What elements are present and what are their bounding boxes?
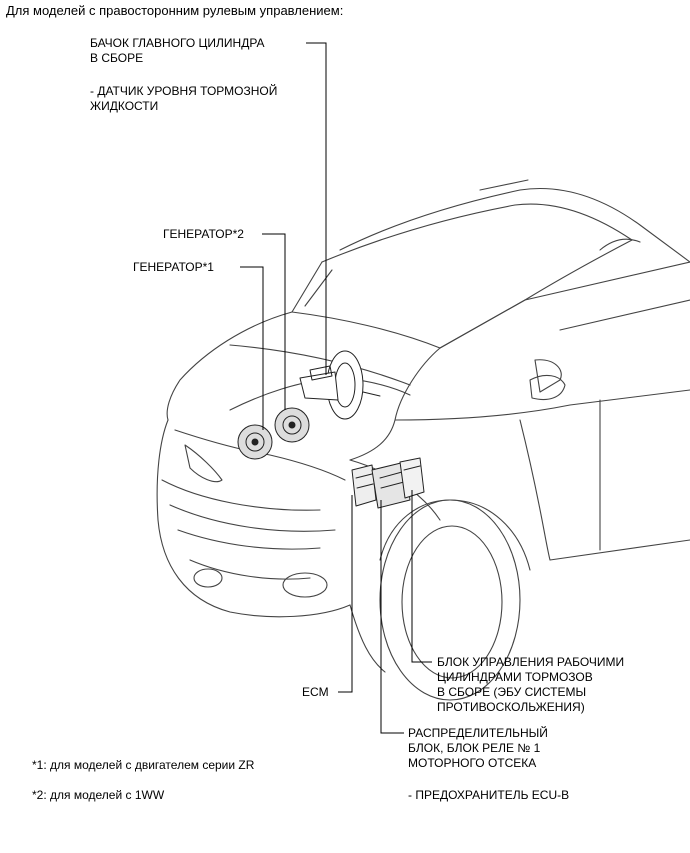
label-junction-line3: МОТОРНОГО ОТСЕКА bbox=[408, 756, 537, 770]
leader-generator-1 bbox=[240, 266, 264, 430]
generator-2 bbox=[274, 407, 310, 443]
label-junction-line2: БЛОК, БЛОК РЕЛЕ № 1 bbox=[408, 741, 541, 755]
label-actuator-line4: ПРОТИВОСКОЛЬЖЕНИЯ) bbox=[437, 700, 585, 714]
label-generator-1: ГЕНЕРАТОР*1 bbox=[133, 260, 214, 274]
label-ecm: ECM bbox=[302, 685, 329, 699]
label-actuator-line2: ЦИЛИНДРАМИ ТОРМОЗОВ bbox=[437, 670, 593, 684]
label-master-cylinder-line1: БАЧОК ГЛАВНОГО ЦИЛИНДРА bbox=[90, 36, 265, 50]
car-body-outline bbox=[156, 179, 690, 701]
label-actuator-line1: БЛОК УПРАВЛЕНИЯ РАБОЧИМИ bbox=[437, 655, 625, 669]
brake-master-cylinder bbox=[299, 350, 381, 420]
label-brake-sensor-line2: ЖИДКОСТИ bbox=[90, 99, 159, 113]
leader-junction bbox=[380, 500, 404, 734]
leader-actuator bbox=[411, 490, 432, 663]
label-brake-sensor-line1: - ДАТЧИК УРОВНЯ ТОРМОЗНОЙ bbox=[90, 84, 278, 98]
footnote-2: *2: для моделей с 1WW bbox=[32, 788, 165, 802]
label-fuse: - ПРЕДОХРАНИТЕЛЬ ECU-B bbox=[408, 788, 570, 802]
footnote-1: *1: для моделей с двигателем серии ZR bbox=[32, 758, 255, 772]
leader-master-cylinder bbox=[306, 42, 327, 375]
junction-block bbox=[371, 461, 411, 509]
generator-1 bbox=[237, 424, 273, 460]
label-generator-2: ГЕНЕРАТОР*2 bbox=[163, 227, 244, 241]
label-master-cylinder-line2: В СБОРЕ bbox=[90, 51, 144, 65]
leader-generator-2 bbox=[262, 233, 286, 410]
leader-ecm bbox=[338, 495, 353, 693]
page-heading: Для моделей с правосторонним рулевым упр… bbox=[6, 3, 344, 18]
label-actuator-line3: В СБОРЕ (ЭБУ СИСТЕМЫ bbox=[437, 685, 587, 699]
label-junction-line1: РАСПРЕДЕЛИТЕЛЬНЫЙ bbox=[408, 726, 548, 740]
brake-actuator bbox=[399, 457, 425, 499]
leader-lines bbox=[240, 42, 432, 734]
ecm-unit bbox=[351, 464, 377, 507]
